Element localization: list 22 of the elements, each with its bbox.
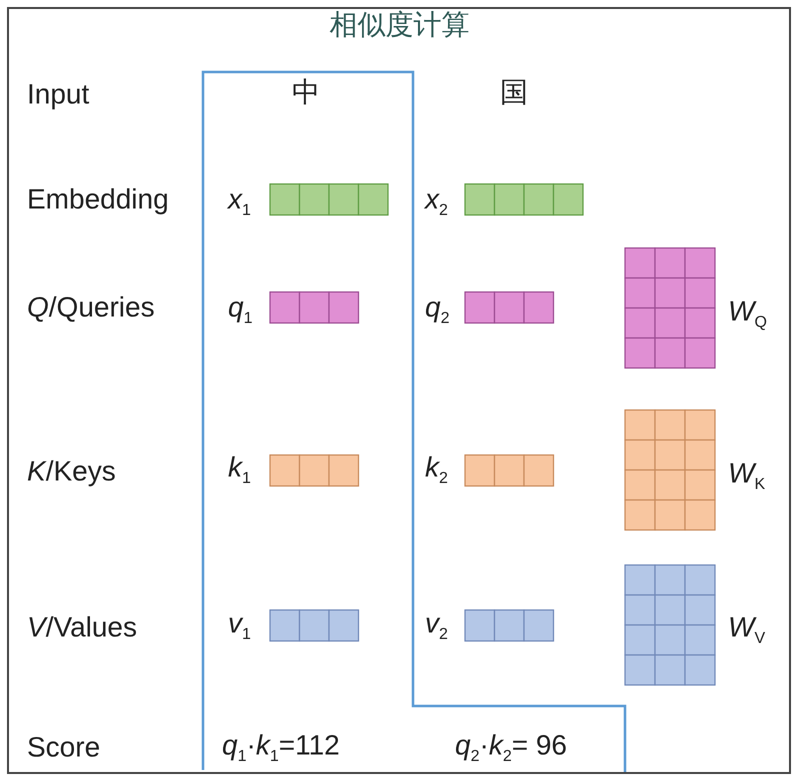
- vector-name: v$_{1}$: [228, 608, 251, 644]
- matrix-name: W$_{V}$: [728, 612, 766, 648]
- score-formula: q$_{2}$·k$_{2}$= 96: [455, 730, 567, 766]
- diagram-title: 相似度计算: [328, 7, 470, 43]
- input-character: 国: [500, 78, 528, 108]
- matrix-name: W$_{K}$: [728, 458, 766, 494]
- vector-name: x$_{1}$: [228, 184, 251, 220]
- matrix-name: W$_{Q}$: [728, 296, 767, 332]
- vector-name: v$_{2}$: [425, 608, 448, 644]
- vector-name: q$_{1}$: [228, 292, 252, 328]
- vector-name: x$_{2}$: [425, 184, 448, 220]
- row-label: Q/Queries: [27, 292, 155, 324]
- score-formula: q$_{1}$·k$_{1}$=112: [222, 730, 340, 766]
- input-character: 中: [292, 78, 320, 108]
- row-label: Input: [27, 80, 90, 110]
- row-label: Score: [27, 732, 100, 764]
- vector-name: k$_{1}$: [228, 452, 251, 488]
- row-label: V/Values: [27, 612, 138, 644]
- vector-name: k$_{2}$: [425, 452, 448, 488]
- row-label: Embedding: [27, 184, 169, 216]
- row-label: K/Keys: [27, 456, 116, 488]
- vector-name: q$_{2}$: [425, 292, 450, 328]
